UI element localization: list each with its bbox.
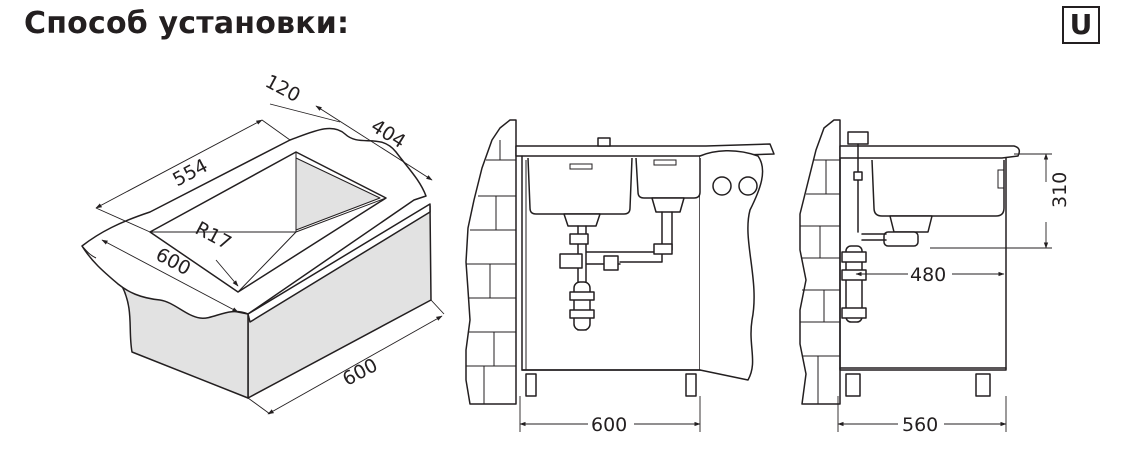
- accessory-hole-2: [738, 176, 758, 196]
- side-dimensions: 310 480 560: [837, 153, 1071, 436]
- front-view: [465, 119, 775, 405]
- brick-joints: [466, 140, 516, 404]
- trap-nut-1: [569, 291, 595, 301]
- side-waste: [889, 215, 933, 233]
- undermount-badge: U: [1062, 6, 1100, 44]
- side-trap-fitting: [883, 231, 919, 247]
- side-countertop: [839, 145, 1021, 159]
- side-sink-bowl: [871, 159, 1005, 217]
- waste-basket-main: [563, 213, 601, 227]
- page-title: Способ установки:: [24, 6, 350, 41]
- front-dimensions: 600: [519, 396, 701, 436]
- coupling-second: [653, 243, 673, 255]
- faucet-hole: [597, 137, 611, 147]
- trap-body: [573, 281, 591, 331]
- side-foot-right: [975, 373, 991, 397]
- side-brick-joints: [800, 159, 840, 404]
- accessory-hole-1: [712, 176, 732, 196]
- side-cabinet: [839, 157, 1007, 371]
- overflow-fitting: [559, 253, 583, 269]
- countertop-front-edge: [81, 245, 251, 323]
- side-brick-wall: [799, 119, 841, 405]
- dim-front-width-label: 600: [591, 414, 627, 436]
- trap-nut-2: [569, 309, 595, 319]
- isometric-view: [81, 127, 432, 399]
- main-bowl-slot: [569, 163, 593, 170]
- dim-side-drain-label: 480: [910, 264, 946, 286]
- dim-side-height-label: 310: [1049, 172, 1071, 208]
- dim-side-depth-label: 560: [902, 414, 938, 436]
- brick-wall: [465, 119, 517, 405]
- dim-cabinet-label: 600: [339, 354, 381, 390]
- side-trap-body: [845, 245, 863, 323]
- dim-depth-total-label: 120: [262, 70, 304, 106]
- second-bowl: [635, 157, 701, 199]
- side-faucet: [847, 131, 869, 145]
- second-bowl-slot: [653, 159, 677, 166]
- cabinet-side-wavy: [699, 150, 764, 381]
- coupling-main: [569, 233, 589, 245]
- side-view: [799, 119, 1021, 405]
- foot-left: [525, 373, 537, 397]
- foot-right: [685, 373, 697, 397]
- waste-basket-second: [651, 197, 685, 213]
- side-foot-left: [845, 373, 861, 397]
- main-bowl: [527, 157, 633, 215]
- side-sink-slot: [997, 169, 1005, 189]
- coupling-mid: [603, 255, 619, 271]
